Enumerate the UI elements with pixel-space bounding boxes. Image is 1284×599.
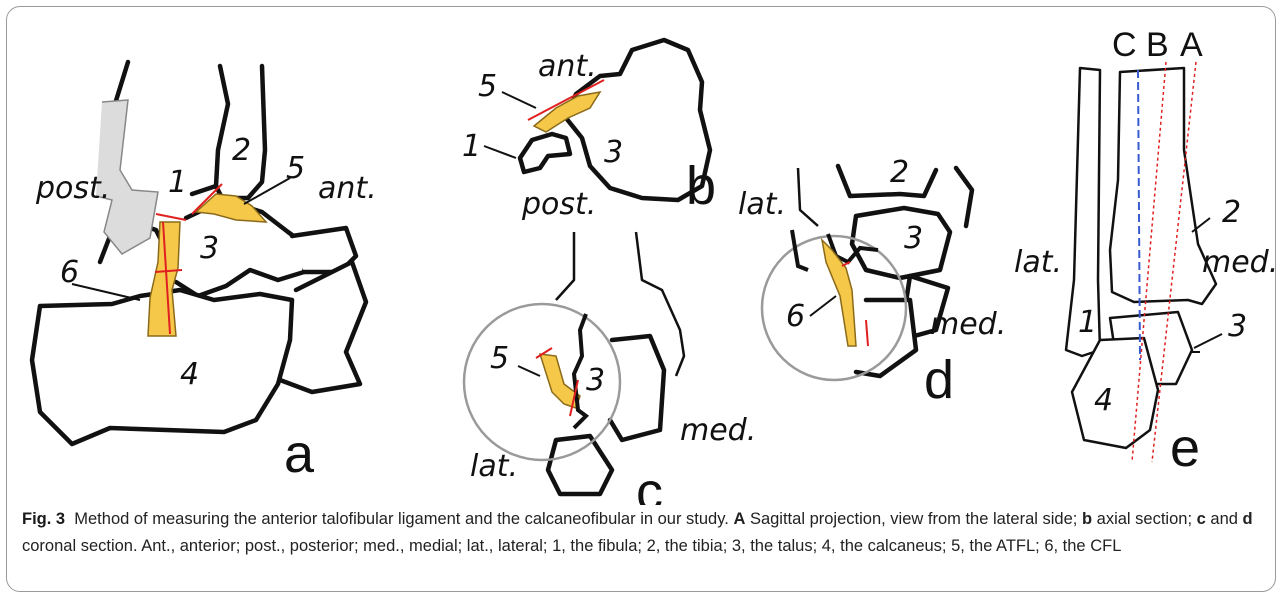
panel-b-label-post: post.: [521, 187, 596, 222]
figure-diagram: post. ant. 1 2 3 4 5 6 a ant. post. 5 1 …: [0, 0, 1284, 505]
caption-A-text: Sagittal projection, view from the later…: [750, 510, 1077, 528]
panel-c-bone-edge: [574, 314, 586, 428]
panel-c-label-med: med.: [680, 413, 756, 448]
panel-e-tibia: [1110, 68, 1216, 304]
panel-e-label-B: B: [1146, 26, 1169, 64]
caption-intro: Method of measuring the anterior talofib…: [74, 510, 729, 528]
panel-e-label-A: A: [1180, 26, 1203, 64]
panel-a-letter: a: [284, 424, 315, 484]
panel-c-label-lat: lat.: [470, 449, 518, 484]
panel-c-fibula-outline: [556, 232, 574, 300]
panel-d-tibia-medial: [956, 168, 972, 226]
panel-b: ant. post. 5 1 3 b: [462, 40, 716, 222]
panel-d-label-3: 3: [904, 221, 923, 256]
panel-b-letter: b: [686, 156, 716, 216]
panel-e-label-1: 1: [1078, 305, 1097, 340]
panel-a: post. ant. 1 2 3 4 5 6 a: [32, 62, 377, 484]
caption-fig-label: Fig. 3: [22, 510, 65, 528]
caption-d-text: coronal section. Ant., anterior; post., …: [22, 537, 1121, 555]
panel-d-label-2: 2: [890, 155, 909, 190]
panel-a-fibula-tip-measure: [156, 214, 186, 220]
figure-caption: Fig. 3 Method of measuring the anterior …: [22, 506, 1267, 560]
panel-a-label-6: 6: [60, 255, 79, 290]
panel-d-letter: d: [924, 350, 954, 410]
caption-c-label: c: [1197, 510, 1206, 528]
caption-b-label: b: [1082, 510, 1092, 528]
caption-and: and: [1210, 510, 1238, 528]
panel-d-arrow-6: [810, 296, 836, 316]
panel-b-label-5: 5: [478, 69, 497, 104]
panel-b-label-3: 3: [604, 135, 623, 170]
panel-c-letter: c: [636, 462, 663, 505]
panel-d-fibula-edge: [792, 230, 808, 270]
panel-a-label-1: 1: [168, 165, 187, 200]
panel-a-label-post: post.: [35, 171, 110, 206]
panel-a-label-ant: ant.: [318, 171, 377, 206]
panel-a-arrow-6: [72, 284, 140, 300]
panel-a-label-4: 4: [180, 357, 199, 392]
panel-d: lat. med. 2 3 6 d: [738, 155, 1006, 410]
panel-c-label-5: 5: [490, 341, 509, 376]
panel-b-arrow-1: [484, 146, 516, 158]
panel-e-label-med: med.: [1202, 245, 1278, 280]
panel-d-tibia-base: [838, 166, 936, 196]
panel-a-label-5: 5: [286, 151, 305, 186]
panel-b-fibula: [520, 134, 570, 172]
panel-e-label-4: 4: [1094, 383, 1113, 418]
panel-c-arrow-5: [518, 366, 540, 376]
panel-c-talus: [610, 336, 664, 440]
panel-e-label-3: 3: [1228, 309, 1247, 344]
panel-d-label-med: med.: [930, 307, 1006, 342]
panel-d-label-6: 6: [786, 299, 805, 334]
caption-A-label: A: [733, 510, 745, 528]
panel-c-calcaneus: [548, 436, 612, 494]
caption-b-text: axial section;: [1097, 510, 1192, 528]
panel-b-label-ant: ant.: [538, 49, 597, 84]
panel-e-label-lat: lat.: [1014, 245, 1062, 280]
panel-b-arrow-5: [502, 92, 536, 108]
panel-e-label-C: C: [1112, 26, 1137, 64]
panel-b-label-1: 1: [462, 129, 481, 164]
panel-c-label-3: 3: [586, 363, 605, 398]
panel-c: 5 3 med. lat. c: [464, 232, 756, 505]
panel-a-label-3: 3: [200, 231, 219, 266]
panel-a-tibia-outline: [216, 66, 265, 198]
panel-a-label-2: 2: [232, 133, 251, 168]
panel-d-fibula-outline: [798, 168, 818, 226]
panel-e: C B A lat. med. 1 2 3 4 e: [1014, 26, 1278, 478]
panel-e-label-2: 2: [1222, 195, 1241, 230]
panel-d-label-lat: lat.: [738, 187, 786, 222]
panel-e-letter: e: [1170, 418, 1200, 478]
caption-d-label: d: [1243, 510, 1253, 528]
panel-e-arrow-3: [1194, 334, 1222, 348]
